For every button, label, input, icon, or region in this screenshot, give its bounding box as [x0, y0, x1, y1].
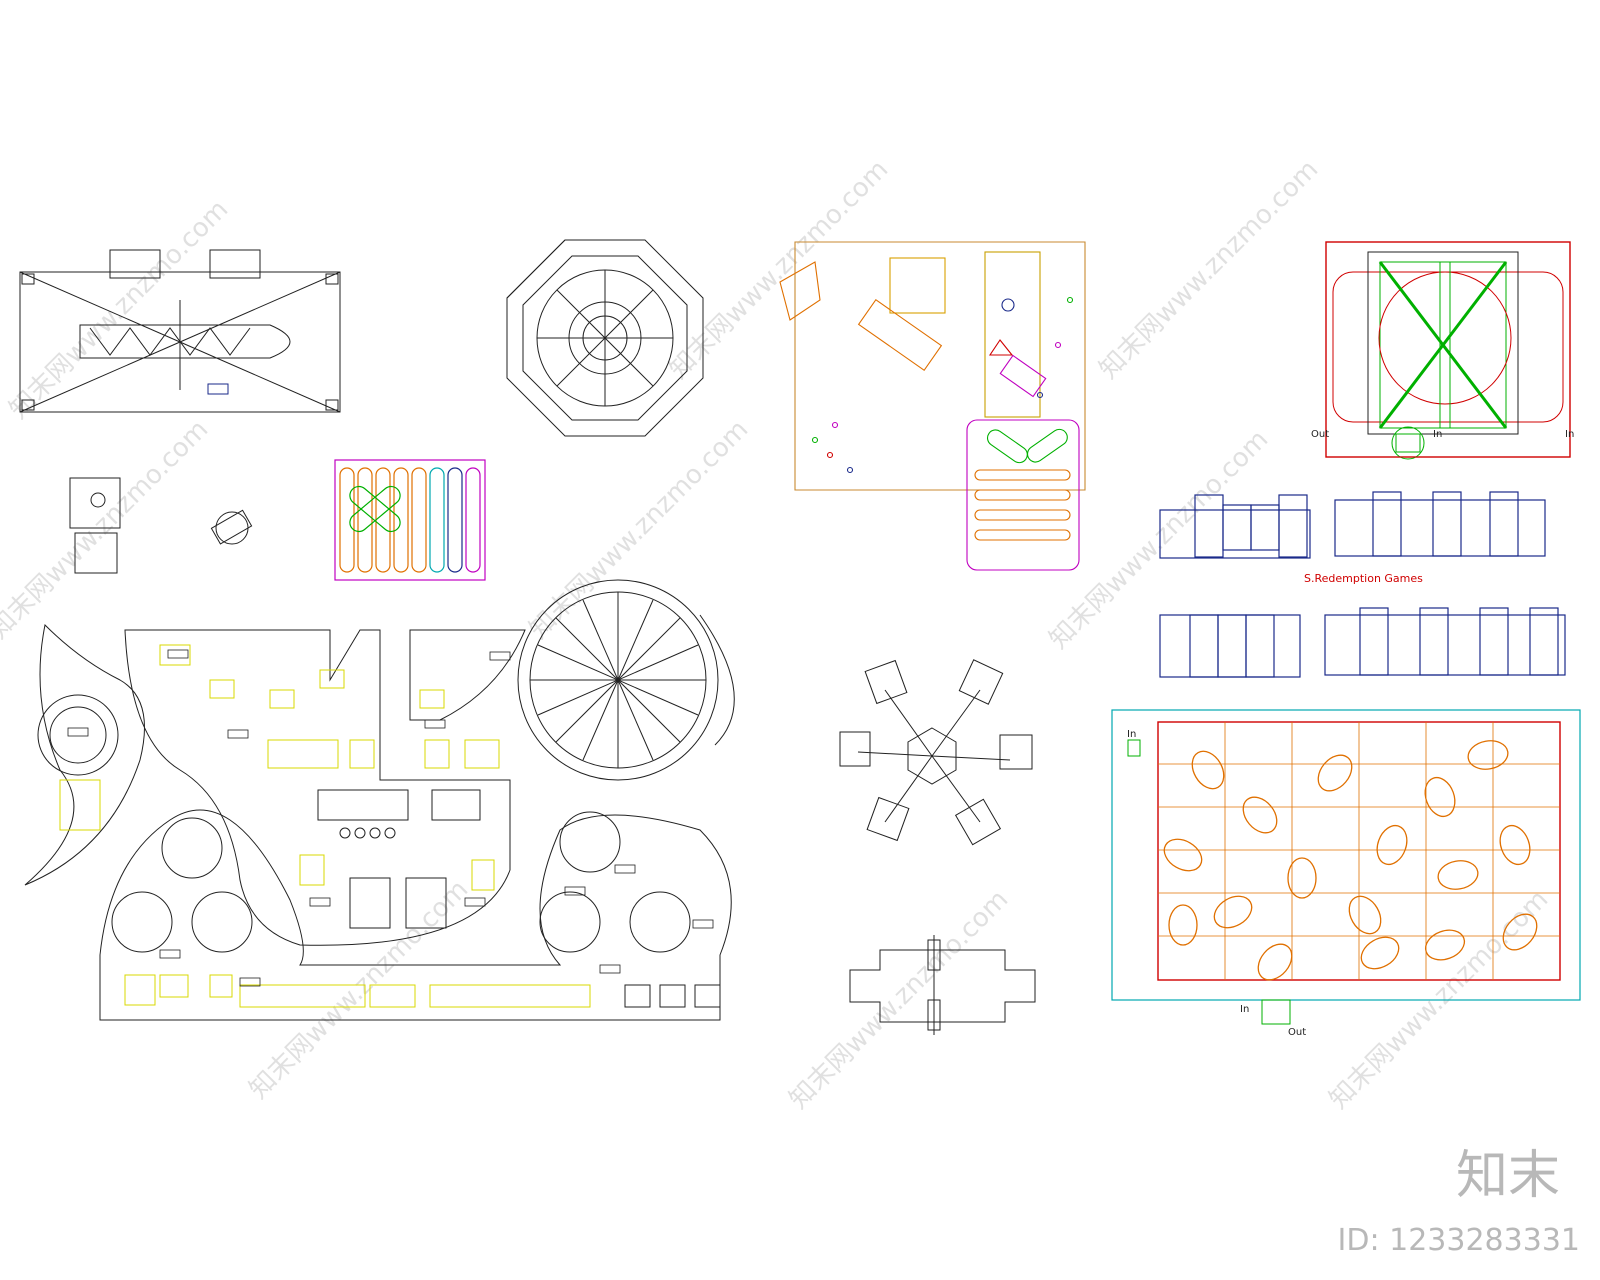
- bumper-car-arena-plan: [1111, 709, 1581, 1025]
- entry-label: In: [1565, 429, 1574, 440]
- redemption-games-label: S.Redemption Games: [1304, 572, 1423, 585]
- watermark-text: 知末网www.znzmo.com: [664, 154, 895, 385]
- watermark-text: 知末网www.znzmo.com: [524, 414, 755, 645]
- pirate-ship-ride-plan: [19, 249, 341, 413]
- watermark-text: 知末网www.znzmo.com: [784, 884, 1015, 1115]
- level-tags: [67, 649, 714, 987]
- watermark-text: 知末网www.znzmo.com: [244, 874, 475, 1105]
- exit-label: Out: [1288, 1027, 1306, 1038]
- image-id-label: ID: 1233283331: [1337, 1223, 1580, 1258]
- exit-label: Out: [1311, 429, 1329, 440]
- entry-label: In: [1127, 729, 1136, 740]
- ticket-booth-plan: [69, 477, 121, 574]
- swing-arm-ride-plan: [839, 659, 1033, 846]
- watermark-text: 知末网www.znzmo.com: [0, 414, 214, 645]
- entry-label: In: [1433, 429, 1442, 440]
- watermark-layer: 知末网www.znzmo.com 知末网www.znzmo.com 知末网www…: [0, 154, 1554, 1115]
- watermark-text: 知末网www.znzmo.com: [1094, 154, 1325, 385]
- octagon-carousel-plan: [506, 239, 704, 437]
- inflatable-slide-plan: [334, 459, 486, 581]
- redemption-games-block: [1159, 491, 1566, 678]
- watermark-text: 知末网www.znzmo.com: [1044, 424, 1275, 655]
- brand-logo: 知末: [1455, 1146, 1560, 1206]
- restaurant-tables: [59, 644, 591, 1008]
- restaurant-floor-plan: [24, 579, 735, 1021]
- center-spin-ride-plan: [1325, 241, 1571, 460]
- small-spinner-plan: [210, 509, 253, 545]
- soft-play-area-plan: [779, 241, 1086, 571]
- watermark-text: 知末网www.znzmo.com: [4, 194, 235, 425]
- entry-label: In: [1240, 1004, 1249, 1015]
- twin-arm-ride-plan: [849, 935, 1036, 1035]
